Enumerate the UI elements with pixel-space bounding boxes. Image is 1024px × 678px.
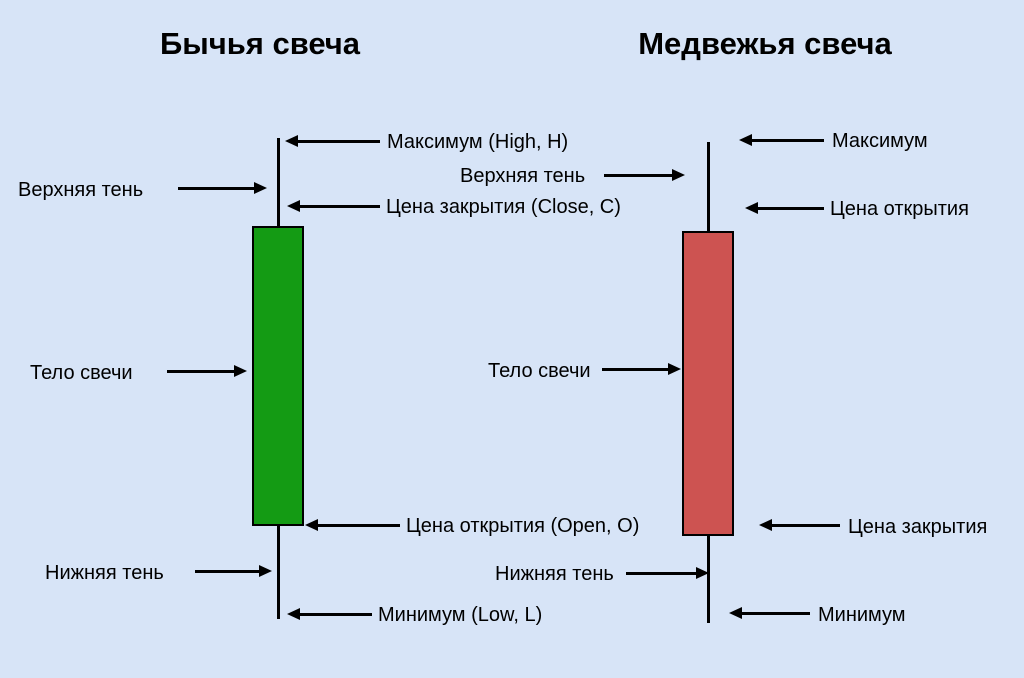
bearish-candle-title: Медвежья свеча: [638, 26, 892, 61]
bullish-candle-title: Бычья свеча: [159, 26, 361, 61]
bullish-lower-shadow-label: Нижняя тень: [45, 562, 164, 584]
bearish-body-arrow: [602, 363, 681, 375]
bearish-low-label: Минимум: [818, 604, 906, 626]
bearish-candle-body: [682, 231, 734, 536]
bullish-lower-wick: [277, 524, 280, 619]
bullish-high-label: Максимум (High, H): [387, 131, 569, 153]
bearish-high-label: Максимум: [832, 130, 928, 152]
bearish-open-label: Цена открытия: [830, 198, 969, 220]
bullish-open-arrow: [305, 519, 400, 531]
bullish-close-arrow: [287, 200, 380, 212]
bullish-upper-shadow-label: Верхняя тень: [18, 179, 144, 201]
bearish-body-label: Тело свечи: [488, 360, 591, 382]
bullish-upper-shadow-arrow: [178, 182, 267, 194]
bearish-low-arrow: [729, 607, 810, 619]
bearish-upper-wick: [707, 142, 710, 234]
bearish-high-arrow: [739, 134, 824, 146]
bullish-close-label: Цена закрытия (Close, C): [386, 196, 621, 218]
bullish-low-arrow: [287, 608, 372, 620]
bullish-body-label: Тело свечи: [30, 362, 133, 384]
bullish-low-label: Минимум (Low, L): [378, 604, 543, 626]
bullish-high-arrow: [285, 135, 380, 147]
bearish-close-label: Цена закрытия: [848, 516, 988, 538]
bearish-lower-shadow-label: Нижняя тень: [495, 563, 614, 585]
bearish-open-arrow: [745, 202, 824, 214]
bearish-lower-shadow-arrow: [626, 567, 709, 579]
bearish-close-arrow: [759, 519, 840, 531]
bullish-body-arrow: [167, 365, 247, 377]
bullish-candle-body: [252, 226, 304, 526]
bullish-open-label: Цена открытия (Open, O): [406, 515, 640, 537]
bullish-upper-wick: [277, 138, 280, 228]
bullish-lower-shadow-arrow: [195, 565, 272, 577]
bearish-upper-shadow-label: Верхняя тень: [460, 165, 586, 187]
bearish-upper-shadow-arrow: [604, 169, 685, 181]
